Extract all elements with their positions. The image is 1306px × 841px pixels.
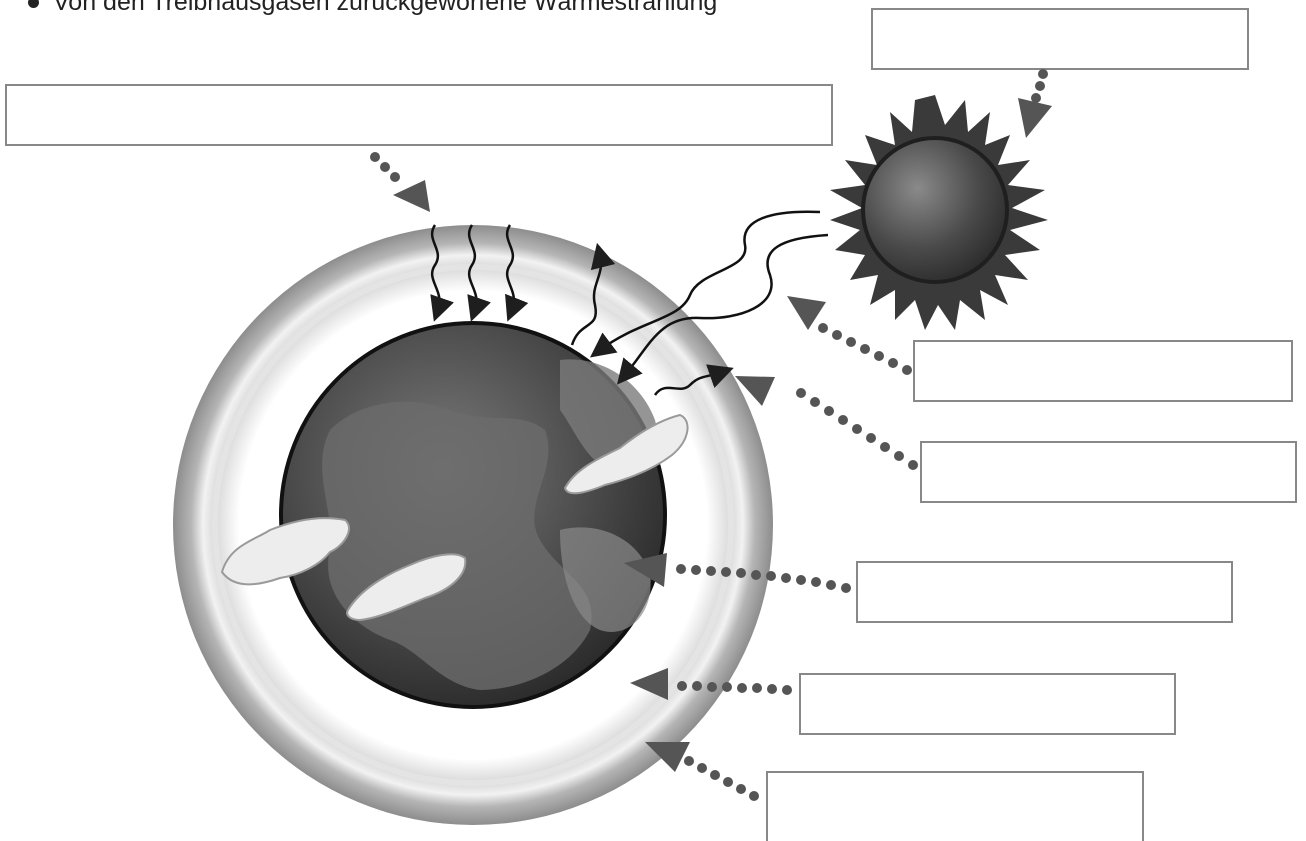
- pointer-incoming-radiation: [787, 296, 912, 375]
- pointer-arrowhead-icon: [393, 180, 430, 212]
- pointer-sun: [1018, 69, 1052, 138]
- pointer-outer-atmosphere: [645, 742, 759, 801]
- pointer-greenhouse-gases: [370, 152, 430, 212]
- pointer-arrowhead-icon: [1018, 98, 1052, 138]
- sun: [830, 95, 1048, 330]
